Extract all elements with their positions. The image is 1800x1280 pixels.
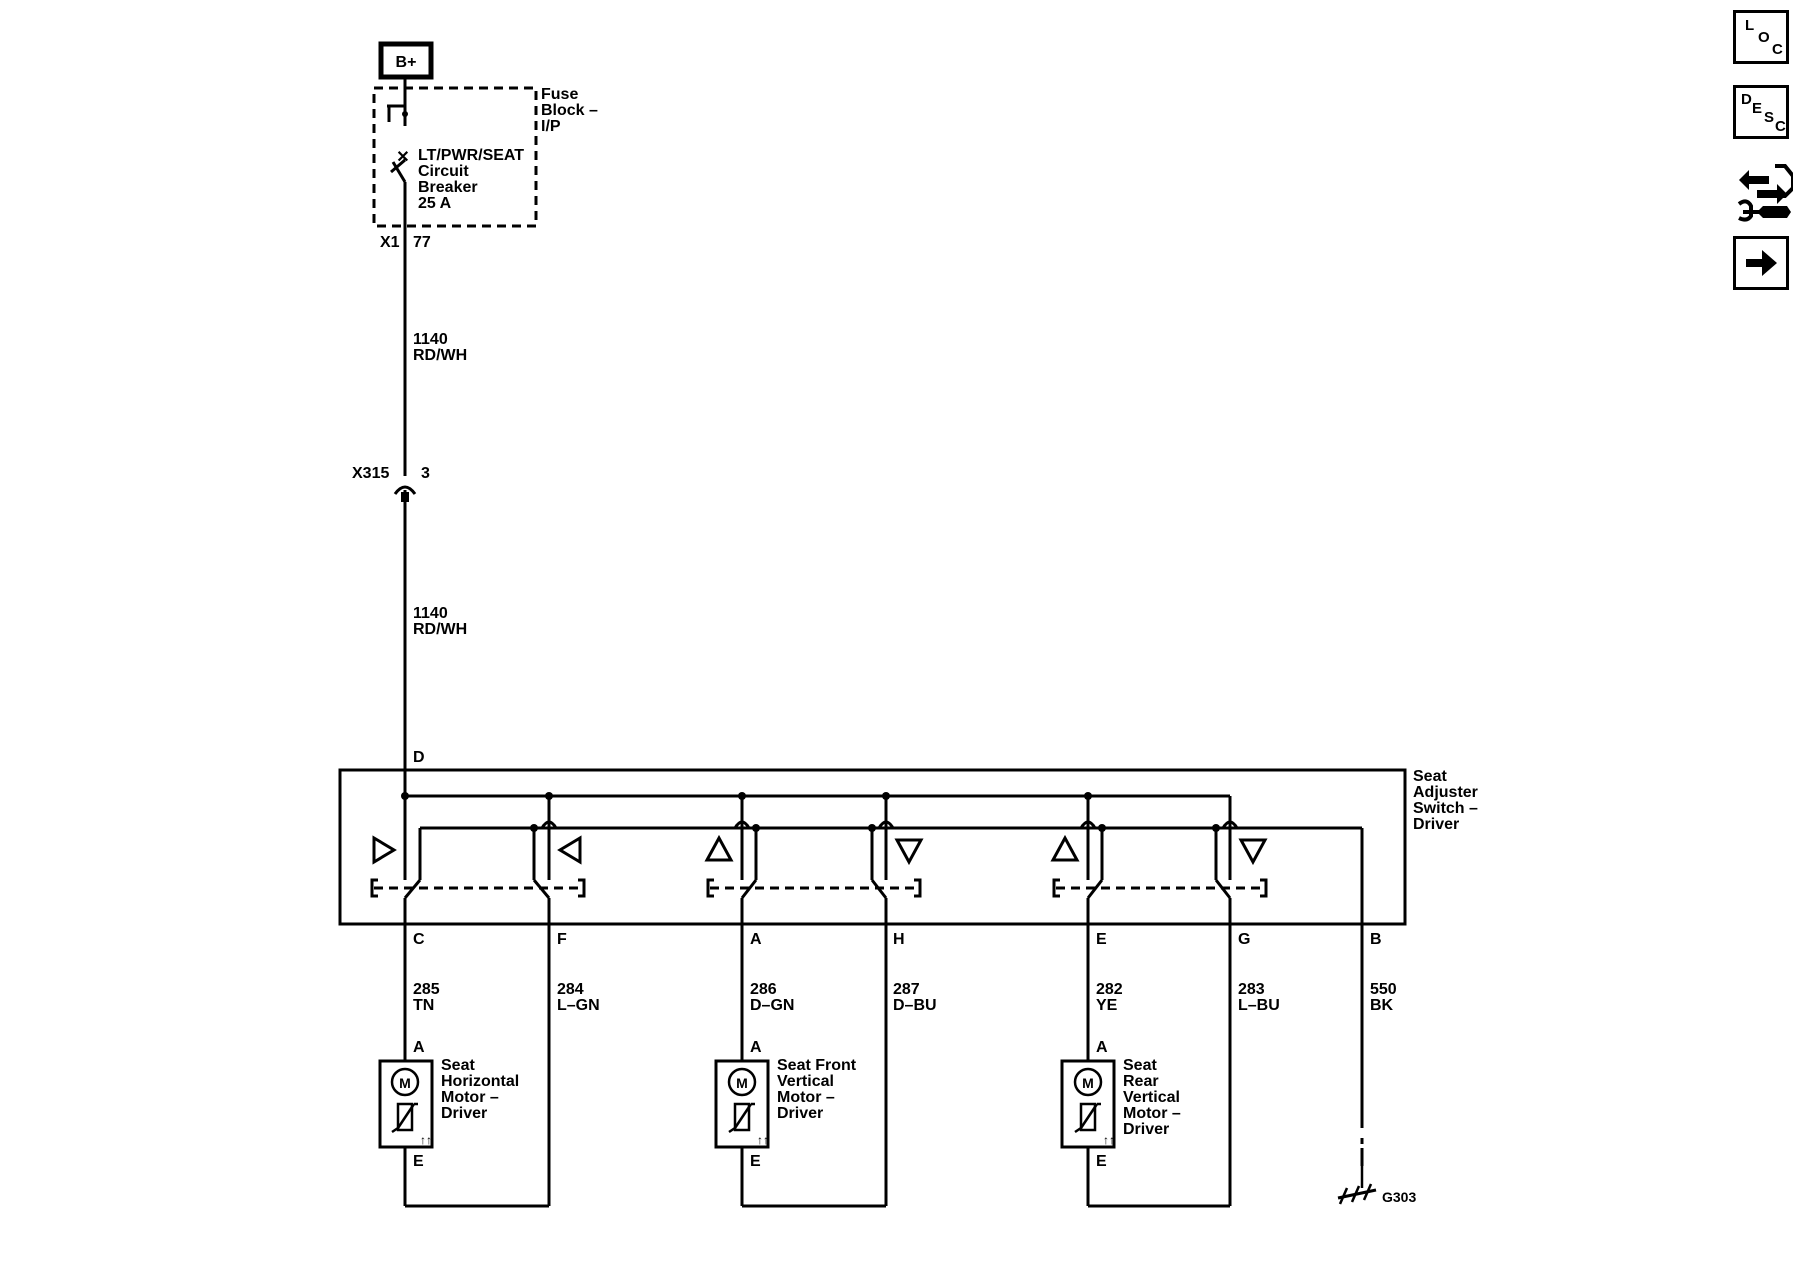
connector-x315-name: X315 bbox=[352, 465, 389, 482]
switch-label-2: Adjuster bbox=[1413, 784, 1478, 801]
seat-rear-vertical-motor: A M ↑↑ E Seat Rear Vertical Motor – Driv… bbox=[1060, 1039, 1181, 1206]
desc-letter-e: E bbox=[1752, 100, 1763, 117]
motor-2-label-2: Vertical bbox=[777, 1073, 834, 1090]
switch-label-1: Seat bbox=[1413, 768, 1447, 785]
desc-letter-d: D bbox=[1741, 91, 1752, 108]
motor-3-sensor-arrows: ↑↑ bbox=[1103, 1133, 1115, 1147]
circuit-breaker: ✕ LT/PWR/SEAT Circuit Breaker 25 A bbox=[387, 104, 524, 212]
connector-x315: X315 3 bbox=[352, 465, 430, 502]
next-arrow-icon[interactable] bbox=[1733, 236, 1789, 290]
desc-letter-s: S bbox=[1764, 109, 1775, 126]
loc-letter-c: C bbox=[1772, 41, 1783, 58]
motor-1-pin-a: A bbox=[413, 1039, 425, 1056]
motor-3-label-5: Driver bbox=[1123, 1121, 1169, 1138]
wire-283-color: L–BU bbox=[1238, 997, 1280, 1014]
connector-x1-name: X1 bbox=[380, 234, 400, 251]
power-source-b-plus: B+ bbox=[378, 41, 434, 80]
motor-1-label-4: Driver bbox=[441, 1105, 487, 1122]
switch-pin-e: E bbox=[1096, 931, 1107, 948]
wire-285-circuit: 285 bbox=[413, 981, 440, 998]
motor-2-symbol: M bbox=[736, 1075, 748, 1091]
motor-3-label-4: Motor – bbox=[1123, 1105, 1181, 1122]
connector-x1-pin: 77 bbox=[413, 234, 431, 251]
switch-pin-h: H bbox=[893, 931, 905, 948]
motor-2-pin-a: A bbox=[750, 1039, 762, 1056]
motor-1-symbol: M bbox=[399, 1075, 411, 1091]
connector-x315-pin: 3 bbox=[421, 465, 430, 482]
wire-282-color: YE bbox=[1096, 997, 1118, 1014]
wire-282-circuit: 282 bbox=[1096, 981, 1123, 998]
wire-283-circuit: 283 bbox=[1238, 981, 1265, 998]
wire-lower-circuit: 1140 bbox=[413, 605, 448, 622]
breaker-label-4: 25 A bbox=[418, 195, 452, 212]
switch-pin-b: B bbox=[1370, 931, 1382, 948]
arrow-left-icon bbox=[557, 835, 582, 865]
wire-upper-color: RD/WH bbox=[413, 347, 467, 364]
switch-pin-g: G bbox=[1238, 931, 1250, 948]
motor-2-sensor-arrows: ↑↑ bbox=[757, 1133, 769, 1147]
wire-287-color: D–BU bbox=[893, 997, 937, 1014]
switch-label-4: Driver bbox=[1413, 816, 1459, 833]
fuse-block: Fuse Block – I/P bbox=[372, 86, 598, 228]
breaker-trip-mark: ✕ bbox=[396, 149, 409, 166]
seat-horizontal-motor: A M ↑↑ E Seat Horizontal Motor – Driver bbox=[378, 1039, 519, 1206]
arrow-up-icon bbox=[704, 834, 734, 862]
wire-284-circuit: 284 bbox=[557, 981, 584, 998]
switch-pin-a: A bbox=[750, 931, 762, 948]
switch-pin-d: D bbox=[413, 749, 425, 766]
breaker-label-1: LT/PWR/SEAT bbox=[418, 147, 524, 164]
connector-swap-graphic bbox=[1737, 164, 1795, 222]
loc-letter-l: L bbox=[1745, 17, 1755, 34]
next-arrow-graphic bbox=[1746, 250, 1777, 276]
fuse-block-label-3: I/P bbox=[541, 118, 561, 135]
motor-3-pin-a: A bbox=[1096, 1039, 1108, 1056]
switch-pin-f: F bbox=[557, 931, 567, 948]
switch-label-3: Switch – bbox=[1413, 800, 1478, 817]
motor-3-label-2: Rear bbox=[1123, 1073, 1159, 1090]
power-source-label: B+ bbox=[396, 54, 417, 71]
wire-upper-circuit: 1140 bbox=[413, 331, 448, 348]
motor-1-label-2: Horizontal bbox=[441, 1073, 519, 1090]
motor-2-label-1: Seat Front bbox=[777, 1057, 857, 1074]
motor-2-label-4: Driver bbox=[777, 1105, 823, 1122]
wire-lower-color: RD/WH bbox=[413, 621, 467, 638]
wire-550-color: BK bbox=[1370, 997, 1394, 1014]
location-icon[interactable]: L O C bbox=[1733, 10, 1789, 64]
breaker-label-3: Breaker bbox=[418, 179, 478, 196]
ground-label: G303 bbox=[1382, 1189, 1416, 1205]
connector-swap-icon[interactable] bbox=[1733, 158, 1795, 222]
fuse-block-label-2: Block – bbox=[541, 102, 598, 119]
arrow-right-icon bbox=[372, 835, 397, 865]
motor-2-pin-e: E bbox=[750, 1153, 761, 1170]
seat-adjuster-switch: Seat Adjuster Switch – Driver bbox=[338, 768, 1478, 926]
desc-letter-c: C bbox=[1775, 118, 1786, 135]
motor-3-label-3: Vertical bbox=[1123, 1089, 1180, 1106]
arrow-down-icon bbox=[894, 838, 924, 866]
ground-g303: G303 bbox=[1337, 1150, 1416, 1205]
motor-1-sensor-arrows: ↑↑ bbox=[420, 1133, 432, 1147]
motor-2-label-3: Motor – bbox=[777, 1089, 835, 1106]
breaker-label-2: Circuit bbox=[418, 163, 469, 180]
wire-286-circuit: 286 bbox=[750, 981, 777, 998]
motor-1-label-1: Seat bbox=[441, 1057, 475, 1074]
motor-3-pin-e: E bbox=[1096, 1153, 1107, 1170]
wire-284-color: L–GN bbox=[557, 997, 600, 1014]
motor-1-pin-e: E bbox=[413, 1153, 424, 1170]
motor-1-label-3: Motor – bbox=[441, 1089, 499, 1106]
fuse-block-label-1: Fuse bbox=[541, 86, 578, 103]
description-icon[interactable]: D E S C bbox=[1733, 85, 1789, 139]
switch-pin-c: C bbox=[413, 931, 425, 948]
wire-286-color: D–GN bbox=[750, 997, 794, 1014]
arrow-down-icon-2 bbox=[1238, 838, 1268, 866]
motor-3-label-1: Seat bbox=[1123, 1057, 1157, 1074]
motor-3-symbol: M bbox=[1082, 1075, 1094, 1091]
wire-285-color: TN bbox=[413, 997, 434, 1014]
seat-front-vertical-motor: A M ↑↑ E Seat Front Vertical Motor – Dri… bbox=[714, 1039, 857, 1206]
arrow-up-icon-2 bbox=[1050, 834, 1080, 862]
wire-287-circuit: 287 bbox=[893, 981, 920, 998]
loc-letter-o: O bbox=[1758, 29, 1770, 46]
wire-550-circuit: 550 bbox=[1370, 981, 1397, 998]
